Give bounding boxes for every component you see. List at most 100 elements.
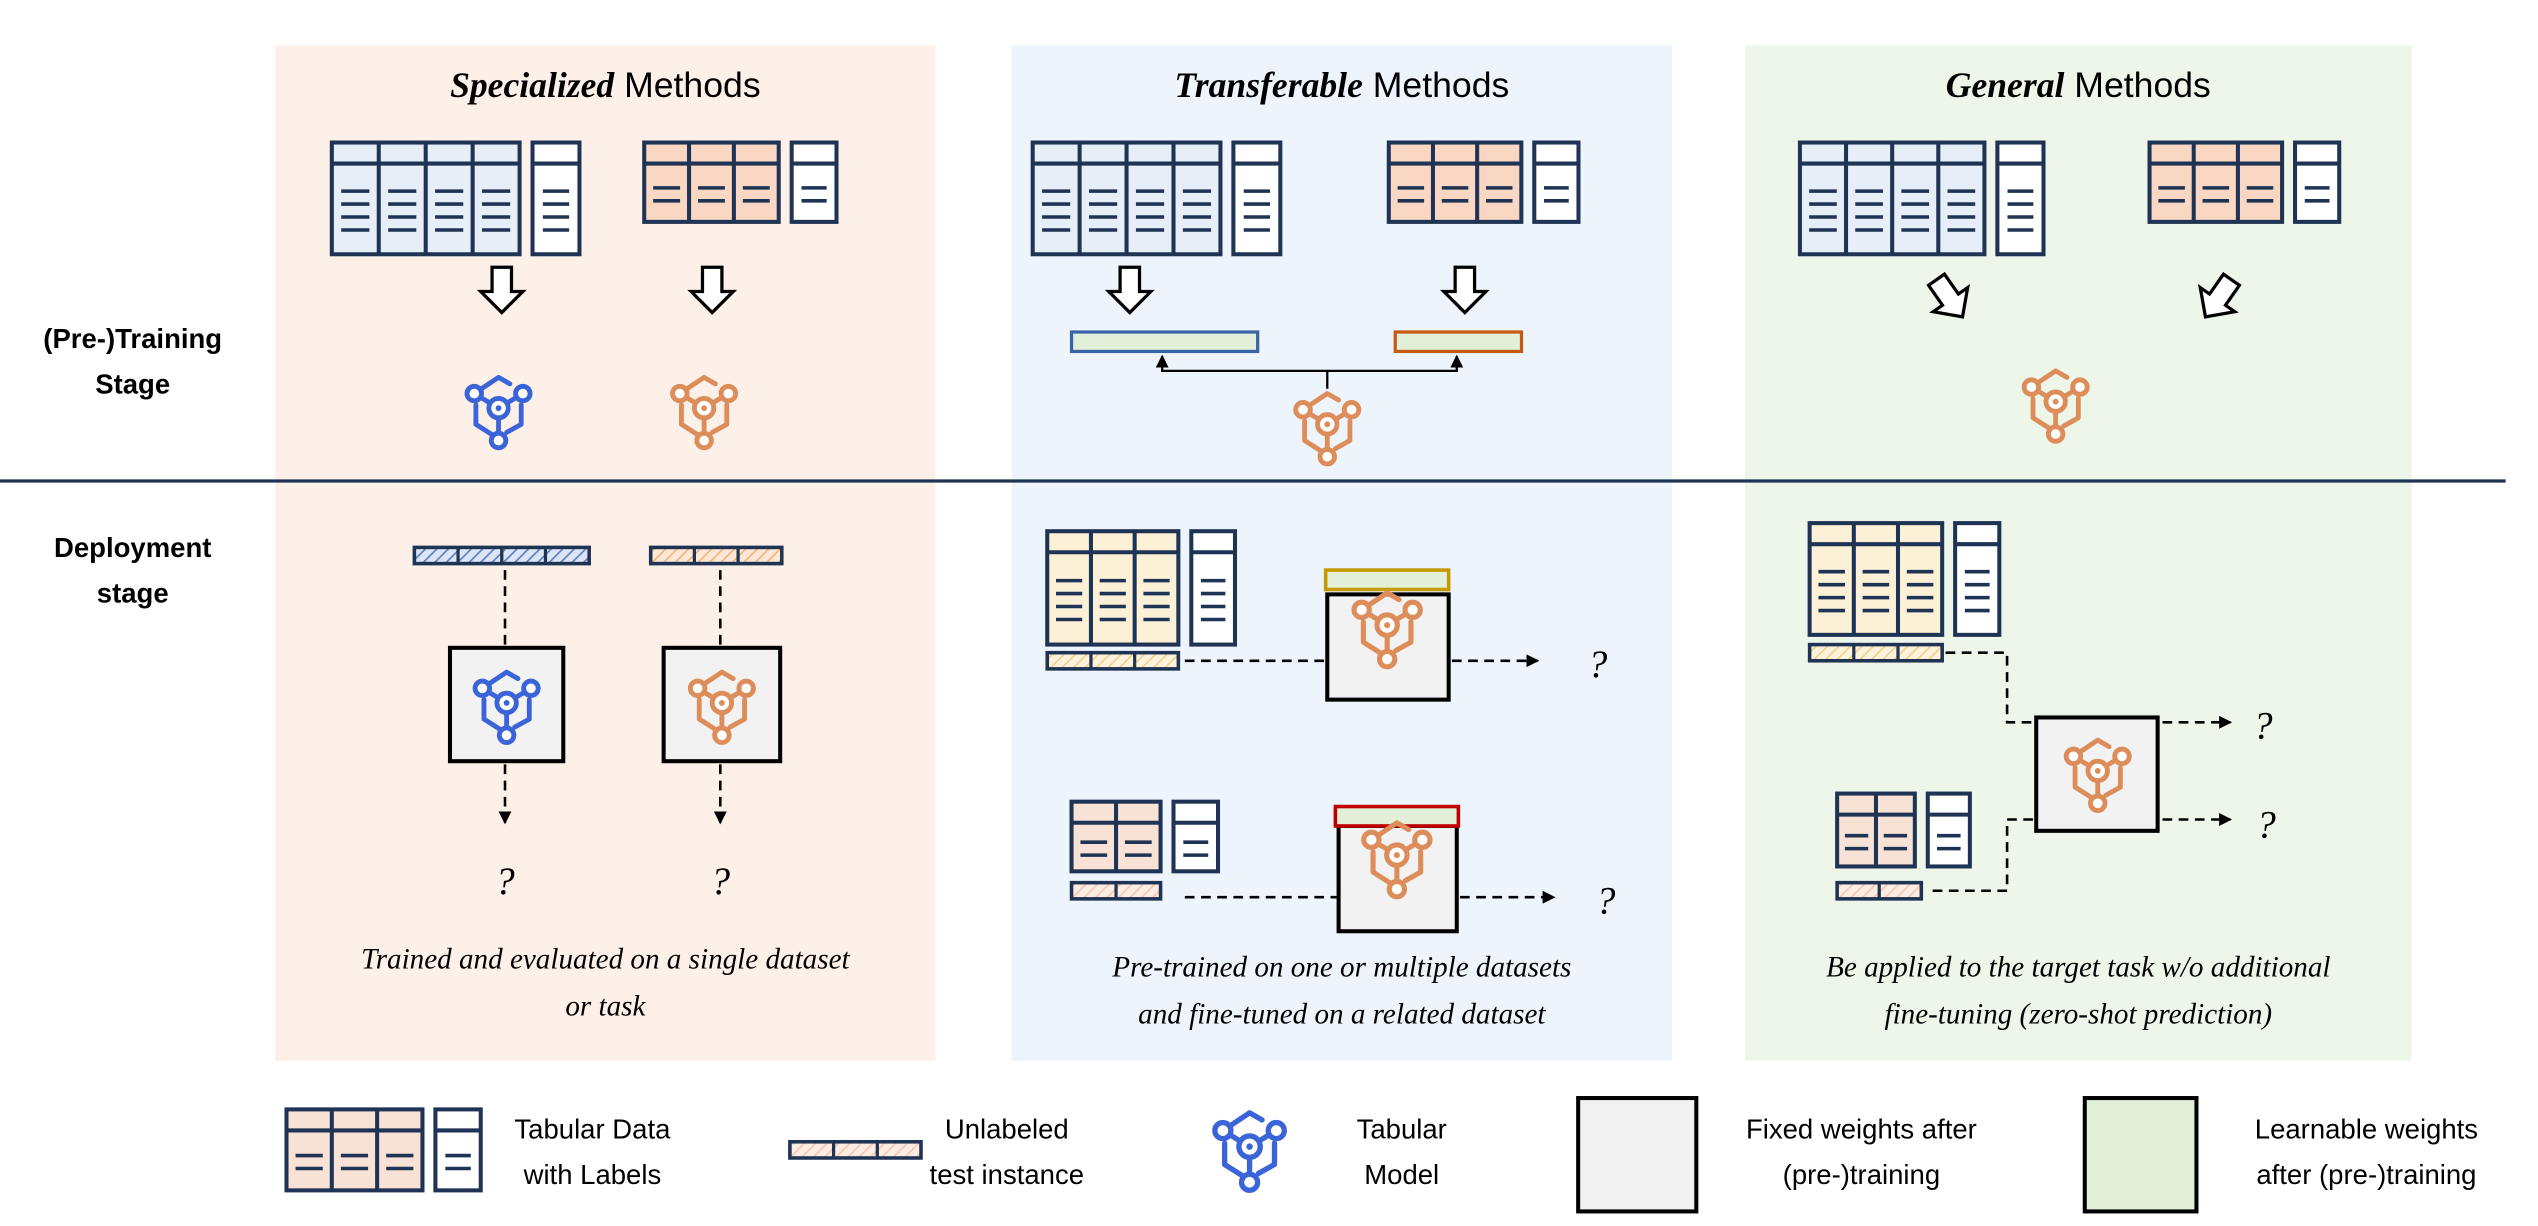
cube-side-edges bbox=[2072, 765, 2123, 801]
center-dot bbox=[701, 405, 708, 412]
legend-tabular-data-label: Tabular Data bbox=[514, 1114, 671, 1145]
node bbox=[2045, 424, 2066, 444]
node bbox=[1351, 599, 1372, 621]
cube-top-edge bbox=[695, 669, 736, 691]
node bbox=[1386, 878, 1408, 900]
node bbox=[1341, 400, 1362, 420]
legend-model-label: Model bbox=[1364, 1159, 1439, 1190]
cube-top-edge bbox=[471, 374, 513, 396]
cube-side-edges bbox=[696, 697, 747, 733]
cube-side-edges bbox=[1360, 619, 1414, 657]
training-stage-label-line2: Stage bbox=[95, 369, 170, 400]
deployment-stage-label-line1: Deployment bbox=[54, 532, 211, 563]
legend-fixed-label: Fixed weights after bbox=[1746, 1114, 1977, 1145]
cube-top-edge bbox=[2028, 368, 2070, 390]
prediction-output: ? bbox=[495, 860, 515, 903]
node bbox=[1361, 829, 1382, 851]
legend-model-label: Tabular bbox=[1357, 1114, 1447, 1145]
center-dot bbox=[1324, 421, 1331, 428]
node bbox=[521, 678, 541, 699]
cube-top-edge bbox=[1368, 820, 1412, 843]
cube-top-edge bbox=[1300, 391, 1342, 413]
legend-tabular-model-icon bbox=[1212, 1110, 1287, 1193]
label-column bbox=[1995, 140, 2046, 257]
cube-top-edge bbox=[1220, 1110, 1265, 1134]
bar-body bbox=[648, 545, 784, 566]
tabular-model-icon-orange bbox=[1293, 391, 1362, 467]
label-column bbox=[433, 1107, 483, 1193]
node bbox=[513, 383, 533, 404]
specialized-caption-line1: Trained and evaluated on a single datase… bbox=[361, 943, 850, 975]
cube-side-edges bbox=[2030, 395, 2081, 432]
learnable-head-gold bbox=[1323, 568, 1451, 592]
legend-fixed-label: (pre-)training bbox=[1783, 1159, 1940, 1190]
center-dot bbox=[2052, 398, 2059, 405]
prediction-output: ? bbox=[1596, 879, 1616, 922]
title-emphasis: Specialized bbox=[450, 65, 615, 105]
transferable-caption-line2: and fine-tuned on a related dataset bbox=[1138, 999, 1546, 1031]
bar-body bbox=[788, 1140, 923, 1160]
label-column bbox=[1532, 140, 1581, 224]
prediction-output: ? bbox=[1588, 643, 1608, 686]
cube-side-edges bbox=[1302, 418, 1353, 455]
node bbox=[687, 678, 708, 699]
node bbox=[1376, 648, 1398, 670]
tabular-model-icon-orange bbox=[1351, 590, 1423, 670]
cube-side-edges bbox=[679, 402, 730, 439]
tabular-model-icon-orange bbox=[2063, 737, 2132, 814]
node bbox=[694, 430, 714, 451]
title-emphasis: Transferable bbox=[1174, 65, 1363, 105]
table-body bbox=[642, 140, 781, 224]
test-instance-bar bbox=[1835, 880, 1924, 901]
node bbox=[1238, 1171, 1261, 1193]
down-arrow-icon bbox=[476, 265, 527, 315]
test-instance-bar bbox=[1045, 650, 1181, 671]
down-arrow-icon bbox=[687, 265, 738, 315]
arrow-shape bbox=[476, 265, 527, 315]
legend-learnable-label: Learnable weights bbox=[2255, 1114, 2478, 1145]
tabular-data-table bbox=[1069, 799, 1221, 874]
tabular-data-table bbox=[1797, 140, 2046, 257]
tabular-data-table bbox=[1030, 140, 1283, 257]
specialized-caption-line2: or task bbox=[565, 990, 646, 1022]
cube-side-edges bbox=[473, 402, 524, 439]
down-arrow-icon bbox=[1926, 271, 1970, 319]
center-dot bbox=[495, 405, 502, 412]
label-column bbox=[1171, 799, 1221, 874]
deployment-stage-label-line2: stage bbox=[97, 577, 169, 608]
learnable-head-red bbox=[1333, 804, 1461, 828]
training-stage-label-line1: (Pre-)Training bbox=[43, 323, 222, 354]
title-rest: Methods bbox=[2064, 65, 2210, 105]
specialized-title: Specialized Methods bbox=[450, 65, 761, 105]
node bbox=[2088, 793, 2108, 814]
arrow-shape bbox=[1439, 265, 1490, 315]
bar-body bbox=[1045, 650, 1181, 671]
label-column bbox=[530, 140, 582, 257]
cube-top-edge bbox=[2071, 737, 2112, 759]
center-dot bbox=[718, 699, 725, 706]
tabular-data-table bbox=[1807, 521, 2002, 637]
down-arrow-icon bbox=[1104, 265, 1155, 315]
legend-learnable-label: after (pre-)training bbox=[2256, 1159, 2476, 1190]
label-column bbox=[1189, 529, 1238, 647]
down-arrow-icon bbox=[2198, 271, 2242, 319]
label-column bbox=[1231, 140, 1283, 257]
arrow-shape bbox=[687, 265, 738, 315]
tabular-data-table bbox=[1835, 791, 1972, 869]
cube-side-edges bbox=[481, 697, 532, 733]
cube-side-edges bbox=[1370, 849, 1424, 887]
arrow-shape bbox=[1104, 265, 1155, 315]
table-body bbox=[1807, 521, 1945, 637]
tabular-data-table bbox=[642, 140, 839, 224]
legend-fixed-weights-box bbox=[1576, 1096, 1699, 1214]
general-caption-line2: fine-tuning (zero-shot prediction) bbox=[1884, 999, 2272, 1031]
legend-test-instance-label: test instance bbox=[930, 1159, 1084, 1190]
legend-learnable-weights-box bbox=[2082, 1096, 2199, 1214]
title-rest: Methods bbox=[614, 65, 760, 105]
node bbox=[1293, 400, 1313, 420]
tabular-model-icon-orange bbox=[670, 374, 739, 451]
cube-side-edges bbox=[1221, 1140, 1278, 1180]
tabular-data-table bbox=[1386, 140, 1581, 224]
label-column bbox=[789, 140, 839, 224]
node bbox=[1265, 1119, 1287, 1142]
